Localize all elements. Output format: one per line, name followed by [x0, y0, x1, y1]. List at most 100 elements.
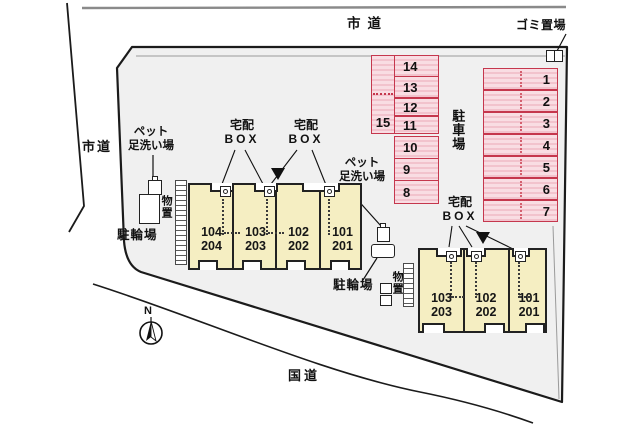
- unit-numbers-102-202: 102 202: [464, 291, 508, 319]
- storage-west-box: [139, 194, 160, 224]
- parking-space-10: 10: [394, 136, 439, 159]
- unit-divider: [319, 185, 321, 268]
- parking-space-number: 10: [403, 140, 418, 155]
- parking-space-dotted-line: [520, 203, 522, 219]
- parking-space-11: 11: [394, 116, 439, 134]
- bicycle-east-leader-line: [362, 257, 378, 281]
- parking-space-number: 7: [542, 203, 550, 219]
- unit-entrance: [525, 323, 545, 333]
- pet-wash-label-line1: ペット: [344, 157, 380, 169]
- bicycle-parking-west-label: 駐輪場: [117, 228, 158, 242]
- garbage-box: [546, 50, 563, 62]
- parking-space-dotted-line: [520, 93, 522, 109]
- unit-entrance: [422, 323, 445, 333]
- parking-space-number: 6: [542, 181, 550, 197]
- parking-space-number: 8: [403, 184, 411, 200]
- setback-dotted-line: [518, 262, 520, 298]
- bicycle-parking-east-box: [371, 244, 395, 258]
- delivery-box-unit-icon: [515, 251, 526, 262]
- pet-wash-label-line1: ペット: [133, 126, 169, 138]
- setback-dotted-line: [450, 262, 452, 298]
- roof-notch: [302, 183, 340, 192]
- parking-space-number: 12: [403, 99, 418, 115]
- parking-space-number: 3: [542, 115, 550, 131]
- delivery-box-label-line1: 宅配: [293, 118, 318, 132]
- parking-space-number: 4: [542, 137, 550, 153]
- road-label-bottom: 国道: [288, 368, 321, 383]
- unit-number-1f: 101: [518, 291, 540, 305]
- delivery-box-label-line2: BOX: [442, 208, 478, 223]
- parking-space-number: 15: [375, 115, 391, 130]
- unit-number-2f: 203: [245, 238, 266, 253]
- unit-numbers-102-202: 102 202: [277, 225, 320, 253]
- delivery-box-west-label: 宅配 BOX: [219, 118, 265, 146]
- setback-dotted-line: [266, 199, 268, 235]
- unit-number-2f: 204: [201, 238, 222, 253]
- parking-space-8: 8: [394, 180, 439, 204]
- unit-entrance: [198, 260, 218, 270]
- top-road-edge-line: [81, 5, 567, 10]
- unit-divider: [463, 250, 465, 331]
- building-east: 103 203 102 202 101 201: [418, 248, 547, 333]
- parking-space-number: 2: [542, 93, 550, 109]
- pet-wash-west-station: [148, 180, 162, 195]
- parking-space-number: 11: [403, 117, 417, 133]
- unit-number-1f: 102: [475, 291, 497, 305]
- delivery-box-label-line2: BOX: [224, 131, 260, 146]
- unit-number-2f: 201: [518, 304, 540, 319]
- delivery-box-label-line1: 宅配: [229, 118, 254, 132]
- delivery-box-east-label: 宅配 BOX: [437, 195, 483, 223]
- delivery-box-unit-icon: [446, 251, 457, 262]
- road-label-top: 市道: [347, 16, 388, 31]
- garbage-label: ゴミ置場: [516, 18, 567, 32]
- delivery-box-label-line2: BOX: [288, 131, 324, 146]
- stairs-east: [403, 263, 414, 307]
- parking-space-7: 7: [483, 200, 558, 222]
- compass-icon: [139, 317, 163, 345]
- unit-number-1f: 102: [288, 225, 309, 239]
- storage-west-label: 物置: [160, 195, 173, 219]
- unit-numbers-101-201: 101 201: [321, 225, 364, 253]
- setback-dotted-line: [520, 296, 530, 298]
- garbage-leader-line: [556, 33, 567, 52]
- storage-east-box: [380, 283, 392, 294]
- parking-space-13: 13: [394, 76, 439, 98]
- stairs-west: [175, 180, 187, 265]
- setback-dotted-line: [475, 262, 477, 298]
- storage-east-box: [380, 295, 392, 306]
- parking-space-2: 2: [483, 90, 558, 112]
- delivery-box-unit-icon: [220, 186, 231, 197]
- delivery-box-leader-lines: [221, 149, 514, 250]
- left-road-edge-line: [66, 2, 85, 233]
- delivery-box-center-label: 宅配 BOX: [283, 118, 329, 146]
- bicycle-parking-east-label: 駐輪場: [333, 278, 374, 292]
- parking-space-number: 1: [542, 71, 550, 87]
- delivery-box-label-line1: 宅配: [447, 195, 472, 209]
- pet-wash-label-line2: 足洗い場: [128, 139, 174, 152]
- unit-numbers-103-203: 103 203: [420, 291, 463, 319]
- unit-entrance: [330, 260, 350, 270]
- unit-number-2f: 202: [475, 304, 497, 319]
- parking-space-1: 1: [483, 68, 558, 90]
- unit-number-2f: 201: [332, 238, 353, 253]
- unit-divider: [275, 185, 277, 268]
- unit-divider: [232, 185, 234, 268]
- parking-space-12: 12: [394, 98, 439, 116]
- parking-space-14: 14: [394, 55, 439, 77]
- parking-15-dotted-divider: [373, 93, 393, 95]
- parking-space-6: 6: [483, 178, 558, 200]
- pet-wash-east-station: [377, 227, 390, 242]
- unit-entrance: [286, 260, 306, 270]
- entrance-marker-east-icon: [476, 232, 490, 244]
- pet-wash-label-line2: 足洗い場: [339, 170, 385, 183]
- setback-dotted-line: [268, 232, 284, 234]
- parking-space-15: 15: [371, 55, 395, 134]
- setback-dotted-line: [222, 199, 224, 235]
- setback-dotted-line: [328, 199, 330, 235]
- parking-space-dotted-line: [520, 159, 522, 175]
- unit-number-2f: 202: [288, 238, 309, 253]
- parking-space-4: 4: [483, 134, 558, 156]
- unit-numbers-104-204: 104 204: [190, 225, 233, 253]
- parking-space-dotted-line: [520, 181, 522, 197]
